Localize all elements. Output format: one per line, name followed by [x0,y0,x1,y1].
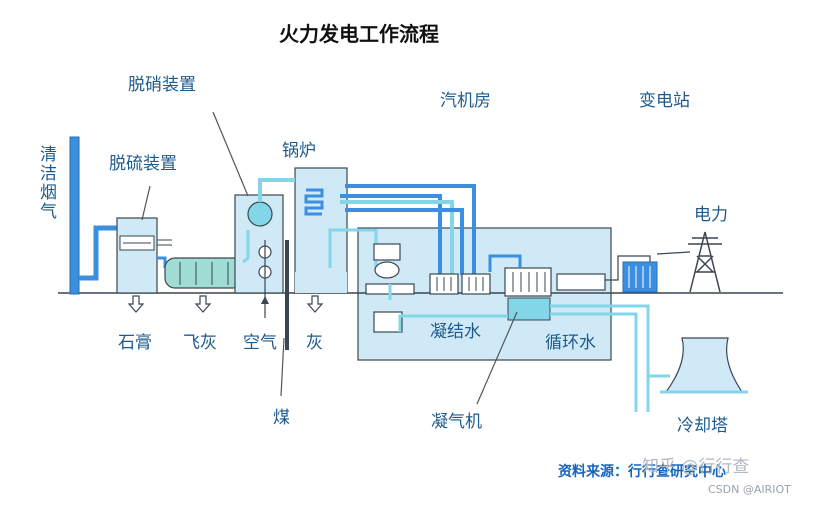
label-fly-ash: 飞灰 [183,333,217,353]
label-boiler: 锅炉 [282,141,316,161]
chimney [69,136,80,295]
label-air: 空气 [243,333,277,353]
label-clean-flue-gas: 清洁烟气 [36,145,56,221]
label-ash: 灰 [306,333,323,353]
label-power: 电力 [694,205,728,225]
crossover-pipe [488,254,522,272]
flue-duct-scr-down [242,230,250,264]
condensate-loop [398,314,508,332]
transmission-wire [605,255,651,281]
label-desulfurization: 脱硫装置 [109,154,177,174]
label-substation: 变电站 [639,91,690,111]
flue-duct-to-chimney [79,225,117,281]
transformer [622,261,658,293]
scr-reactor [247,201,273,227]
wire-to-tower [656,251,691,255]
main-steam-lines [340,184,476,275]
deaerator-tank [373,243,401,261]
condenser-pointer [476,311,518,405]
boiler-hopper [295,272,347,293]
desulfurization-tower [116,217,158,294]
transmission-tower [688,231,722,293]
desulfurization-nozzle-lines [123,239,172,246]
desulfurization-slurry-pipe [157,256,167,268]
label-turbine-house: 汽机房 [440,91,491,111]
desulfurization-pointer [141,185,151,221]
label-coal: 煤 [273,408,290,428]
air-arrow-head [261,296,269,304]
zhihu-watermark: 知乎 @行行查 [642,457,750,477]
label-circulating-water: 循环水 [545,333,596,353]
circulating-water-pipes [550,304,670,412]
feed-pump [374,261,400,279]
output-arrows [127,295,324,313]
denitration-pointer [212,111,249,197]
csdn-watermark: CSDN @AIRIOT [708,483,791,496]
boiler-superheater-coil [304,188,324,216]
flue-duct-boiler-to-scr [258,178,295,202]
label-condensate: 凝结水 [430,322,481,342]
precipitator-plates [179,262,229,285]
label-cooling-tower: 冷却塔 [677,416,728,436]
source-note: 资料来源：行行查研究中心 [558,464,726,480]
label-gypsum: 石膏 [118,333,152,353]
cooling-tower [664,337,744,393]
transformer-fins [628,266,651,288]
diagram-title: 火力发电工作流程 [279,22,439,46]
turbine-blades [436,272,546,292]
coal-feed-pipe [285,240,289,350]
precipitator [164,257,244,289]
label-denitration: 脱硝装置 [128,75,196,95]
label-condenser: 凝气机 [431,412,482,432]
low-pressure-heater [373,311,403,333]
condenser [507,297,551,321]
coal-pointer [280,337,285,397]
